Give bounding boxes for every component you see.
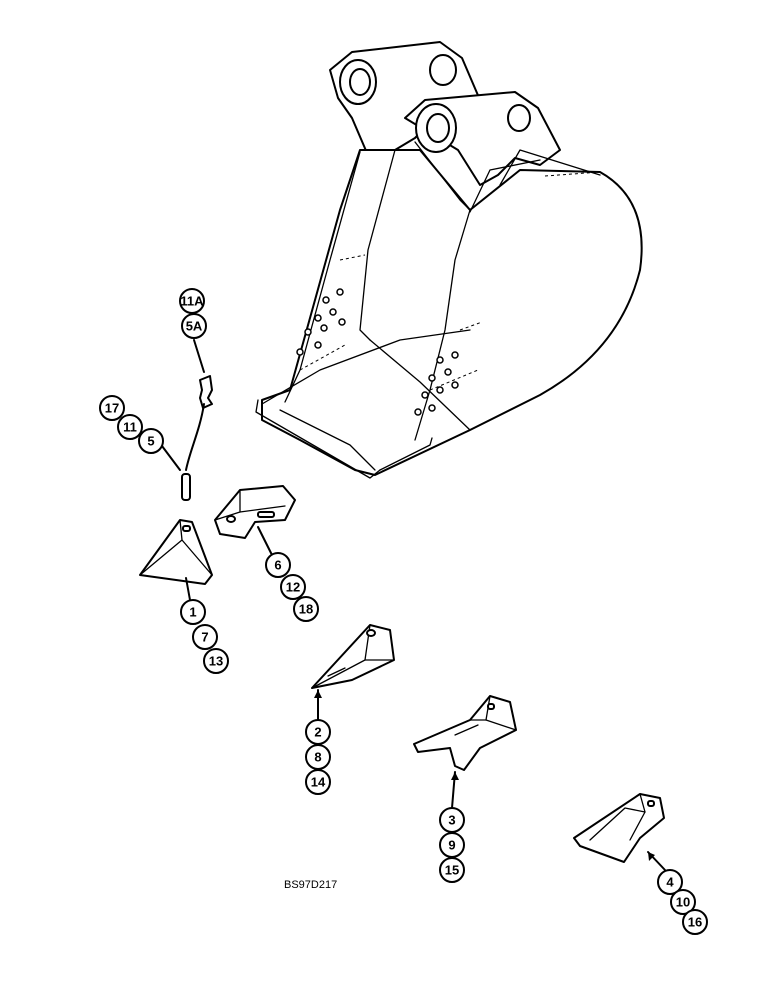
svg-text:5A: 5A — [186, 319, 203, 334]
callout-18: 18 — [293, 596, 319, 622]
lock-pin-5a — [199, 375, 213, 409]
svg-text:15: 15 — [445, 863, 459, 878]
callout-1: 1 — [180, 599, 206, 625]
callout-11A: 11A — [179, 288, 205, 314]
callout-10: 10 — [670, 889, 696, 915]
svg-text:16: 16 — [688, 915, 702, 930]
callout-8: 8 — [305, 744, 331, 770]
svg-text:10: 10 — [676, 895, 690, 910]
svg-text:17: 17 — [105, 401, 119, 416]
svg-text:1: 1 — [189, 605, 196, 620]
bucket-body — [255, 41, 643, 479]
callout-12: 12 — [280, 574, 306, 600]
callout-14: 14 — [305, 769, 331, 795]
pin-5 — [181, 473, 191, 501]
svg-text:3: 3 — [448, 813, 455, 828]
callout-2: 2 — [305, 719, 331, 745]
svg-text:2: 2 — [314, 725, 321, 740]
callout-6: 6 — [265, 552, 291, 578]
figure-code: BS97D217 — [284, 879, 337, 891]
callout-17: 17 — [99, 395, 125, 421]
svg-text:18: 18 — [299, 602, 313, 617]
callout-4: 4 — [657, 869, 683, 895]
tooth-3 — [413, 695, 517, 771]
callout-11: 11 — [117, 414, 143, 440]
svg-text:8: 8 — [314, 750, 321, 765]
leader-lines — [161, 339, 666, 871]
callout-16: 16 — [682, 909, 708, 935]
callout-5A: 5A — [181, 313, 207, 339]
svg-text:6: 6 — [274, 558, 281, 573]
svg-text:5: 5 — [147, 434, 154, 449]
adapter-bolt-holes — [296, 288, 459, 416]
svg-text:4: 4 — [666, 875, 674, 890]
callout-5: 5 — [138, 428, 164, 454]
callout-7: 7 — [192, 624, 218, 650]
adapter-6 — [214, 485, 296, 539]
callout-15: 15 — [439, 857, 465, 883]
callout-9: 9 — [439, 832, 465, 858]
svg-text:13: 13 — [209, 654, 223, 669]
callout-13: 13 — [203, 648, 229, 674]
svg-text:11: 11 — [123, 420, 137, 435]
callout-3: 3 — [439, 807, 465, 833]
svg-text:14: 14 — [311, 775, 326, 790]
mounting-holes — [339, 54, 531, 153]
svg-text:12: 12 — [286, 580, 300, 595]
tooth-1 — [139, 519, 213, 585]
tooth-4 — [573, 793, 665, 863]
svg-text:9: 9 — [448, 838, 455, 853]
svg-text:7: 7 — [201, 630, 208, 645]
tooth-2 — [311, 624, 395, 689]
svg-text:11A: 11A — [180, 294, 204, 309]
